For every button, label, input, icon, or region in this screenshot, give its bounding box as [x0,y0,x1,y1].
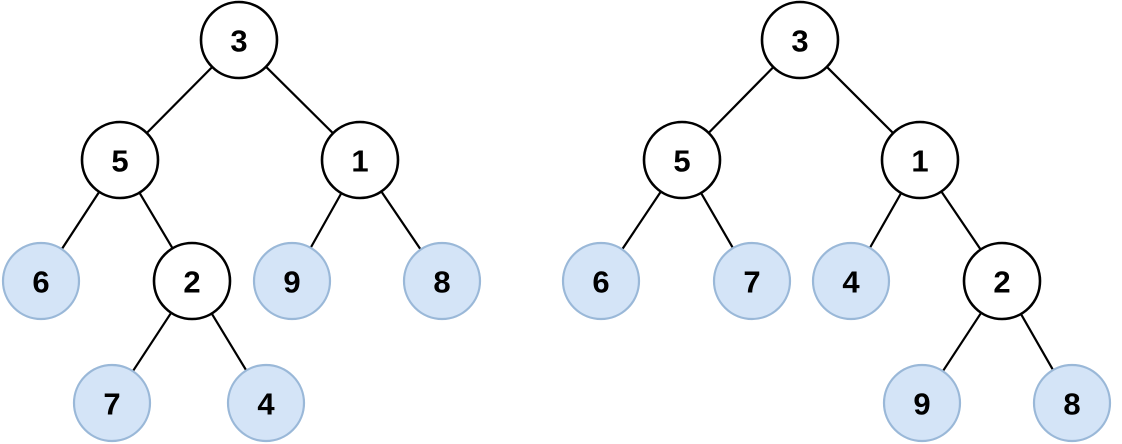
tree-node[interactable]: 5 [80,120,160,200]
tree-edge [137,190,175,251]
edges-layer [60,64,1055,374]
tree-node[interactable]: 6 [561,241,641,321]
internal-node-circle[interactable] [642,120,722,200]
internal-node-circle[interactable] [80,120,160,200]
tree-edge [309,191,343,250]
tree-edge [941,310,983,374]
tree-edge [825,65,895,135]
tree-edge [699,190,735,251]
tree-node[interactable]: 2 [152,241,232,321]
leaf-node-circle[interactable] [811,241,891,321]
tree-edge [210,311,248,373]
tree-edge [131,310,173,374]
tree-edge [379,189,423,252]
leaf-node-circle[interactable] [72,363,152,443]
tree-node[interactable]: 8 [1032,363,1112,443]
leaf-node-circle[interactable] [882,363,962,443]
internal-node-circle[interactable] [760,0,840,80]
leaf-node-circle[interactable] [1,241,81,321]
leaf-node-circle[interactable] [226,363,306,443]
tree-node[interactable]: 1 [320,120,400,200]
leaf-node-circle[interactable] [712,241,792,321]
tree-node[interactable]: 6 [1,241,81,321]
tree-edge [1019,311,1055,373]
tree-node[interactable]: 3 [199,0,279,80]
tree-edge [144,65,215,135]
tree-edge [264,64,335,136]
tree-edge [868,191,903,250]
tree-node[interactable]: 9 [252,241,332,321]
tree-edge [939,189,983,252]
tree-node[interactable]: 1 [880,120,960,200]
leaf-node-circle[interactable] [561,241,641,321]
tree-node[interactable]: 5 [642,120,722,200]
tree-node[interactable]: 2 [962,241,1042,321]
internal-node-circle[interactable] [199,0,279,80]
tree-node[interactable]: 8 [402,241,482,321]
tree-node[interactable]: 4 [811,241,891,321]
internal-node-circle[interactable] [320,120,400,200]
internal-node-circle[interactable] [880,120,960,200]
tree-node[interactable]: 7 [712,241,792,321]
tree-edge [706,65,776,135]
tree-node[interactable]: 7 [72,363,152,443]
tree-node[interactable]: 4 [226,363,306,443]
tree-node[interactable]: 3 [760,0,840,80]
internal-node-circle[interactable] [962,241,1042,321]
tree-node[interactable]: 9 [882,363,962,443]
leaf-node-circle[interactable] [402,241,482,321]
tree-edge [60,189,101,252]
tree-edge [620,189,663,252]
leaf-node-circle[interactable] [252,241,332,321]
internal-node-circle[interactable] [152,241,232,321]
leaf-node-circle[interactable] [1032,363,1112,443]
